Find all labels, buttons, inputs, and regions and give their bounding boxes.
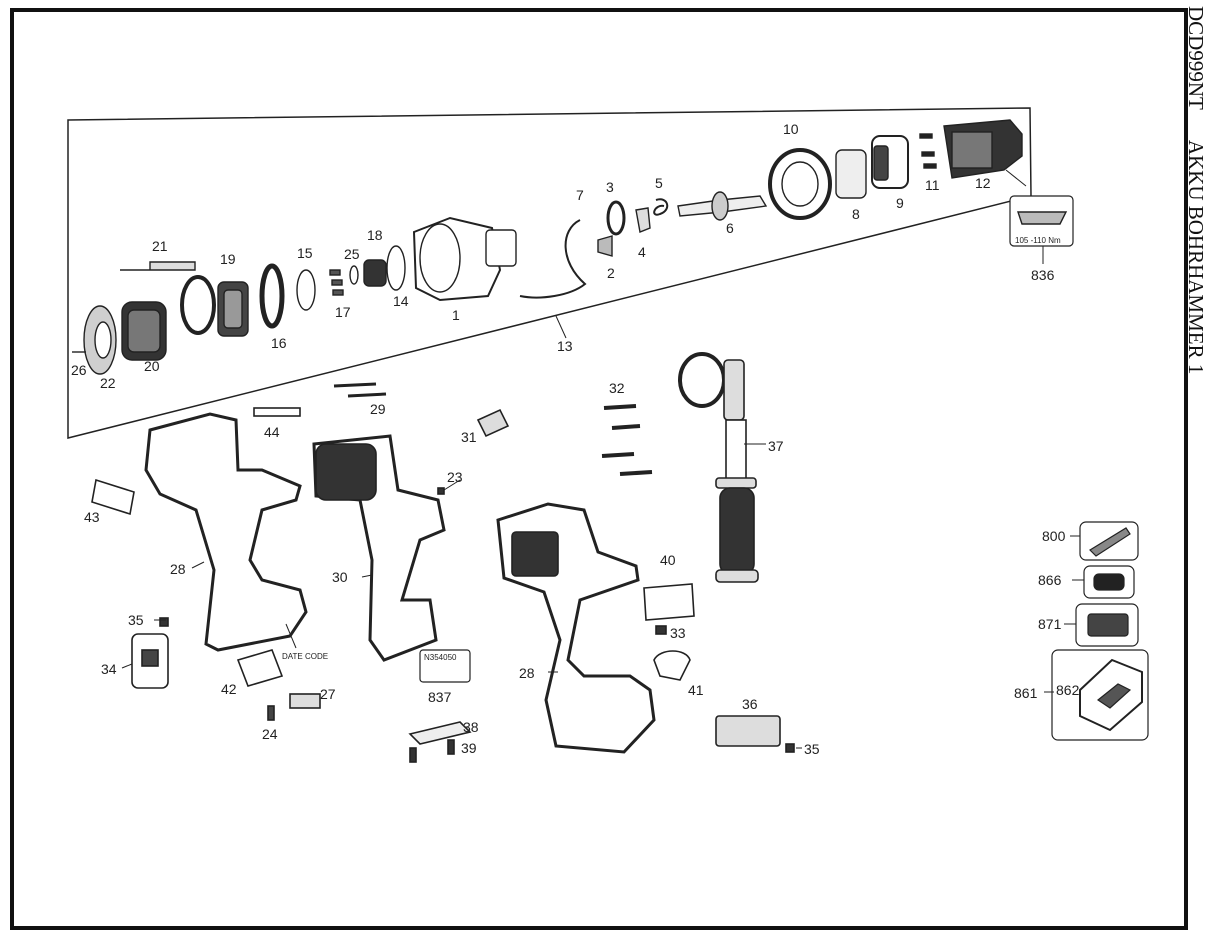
callout-862: 862 <box>1056 682 1080 698</box>
part-35-right-shape <box>785 743 795 753</box>
callout-29: 29 <box>370 401 386 417</box>
part-14-shape <box>386 245 406 291</box>
callout-16: 16 <box>271 335 287 351</box>
callout-27: 27 <box>320 686 336 702</box>
part-23-shape <box>437 487 445 495</box>
accessories <box>1051 521 1149 741</box>
part-36-shape <box>715 715 781 747</box>
callout-871: 871 <box>1038 616 1062 632</box>
callout-35-left: 35 <box>128 612 144 628</box>
part-44-shape <box>253 407 301 417</box>
callout-22: 22 <box>100 375 116 391</box>
part-837-tag <box>419 649 471 683</box>
callout-9: 9 <box>896 195 904 211</box>
callout-13: 13 <box>557 338 573 354</box>
callout-2: 2 <box>607 265 615 281</box>
callout-3: 3 <box>606 179 614 195</box>
callout-18: 18 <box>367 227 383 243</box>
callout-17: 17 <box>335 304 351 320</box>
callout-861: 861 <box>1014 685 1038 701</box>
callout-40: 40 <box>660 552 676 568</box>
date-code-label: DATE CODE <box>282 652 328 661</box>
part-42-shape <box>236 649 284 687</box>
callout-12: 12 <box>975 175 991 191</box>
callout-28-right: 28 <box>519 665 535 681</box>
callout-31: 31 <box>461 429 477 445</box>
callout-42: 42 <box>221 681 237 697</box>
callout-30: 30 <box>332 569 348 585</box>
callout-labels: 1 2 3 4 5 6 7 8 9 10 11 12 13 14 15 16 1… <box>71 121 1080 757</box>
callout-4: 4 <box>638 244 646 260</box>
part-21-shape <box>120 261 196 271</box>
part-18-shape <box>363 259 387 287</box>
diagram-frame <box>10 8 1188 930</box>
callout-10: 10 <box>783 121 799 137</box>
callout-836: 836 <box>1031 267 1055 283</box>
torque-spec: 105 -110 Nm <box>1015 236 1061 245</box>
callout-44: 44 <box>264 424 280 440</box>
part-28-housing-left <box>144 412 308 652</box>
callout-25: 25 <box>344 246 360 262</box>
callout-7: 7 <box>576 187 584 203</box>
part-16-shape <box>259 263 285 329</box>
callout-28-left: 28 <box>170 561 186 577</box>
callout-8: 8 <box>852 206 860 222</box>
part-32-shape <box>601 404 653 476</box>
callout-837: 837 <box>428 689 452 705</box>
callout-36: 36 <box>742 696 758 712</box>
callout-800: 800 <box>1042 528 1066 544</box>
part-4-shape <box>635 207 651 233</box>
callout-34: 34 <box>101 661 117 677</box>
callout-43: 43 <box>84 509 100 525</box>
leader-lines <box>121 169 1084 749</box>
part-24-shape <box>267 705 275 721</box>
part-43-shape <box>91 478 135 516</box>
callout-39: 39 <box>461 740 477 756</box>
callout-35-right: 35 <box>804 741 820 757</box>
part-37-shape <box>678 352 759 583</box>
callout-14: 14 <box>393 293 409 309</box>
callout-5: 5 <box>655 175 663 191</box>
part-15-shape <box>296 269 316 311</box>
callout-26: 26 <box>71 362 87 378</box>
callout-24: 24 <box>262 726 278 742</box>
part-7-shape <box>519 219 587 299</box>
callout-20: 20 <box>144 358 160 374</box>
part-41-shape <box>653 650 691 681</box>
part-5-shape <box>653 198 669 216</box>
part-29-shape <box>333 382 377 388</box>
callout-11: 11 <box>925 177 940 193</box>
callout-15: 15 <box>297 245 313 261</box>
callout-41: 41 <box>688 682 704 698</box>
callout-21: 21 <box>152 238 168 254</box>
callout-37: 37 <box>768 438 784 454</box>
part-11-shape <box>919 133 933 139</box>
callout-19: 19 <box>220 251 236 267</box>
part-3-shape <box>606 200 626 236</box>
callout-1: 1 <box>452 307 460 323</box>
part-40-shape <box>643 583 695 621</box>
callout-33: 33 <box>670 625 686 641</box>
part-35-left-shape <box>159 617 169 627</box>
part-2-shape <box>597 235 613 257</box>
callout-32: 32 <box>609 380 625 396</box>
part-8-shape <box>835 149 867 199</box>
part-number-tag: N354050 <box>424 653 457 662</box>
callout-38: 38 <box>463 719 479 735</box>
part-31-shape <box>476 408 510 438</box>
callout-6: 6 <box>726 220 734 236</box>
housing-parts <box>91 352 795 763</box>
part-25-shape <box>329 269 341 276</box>
callout-866: 866 <box>1038 572 1062 588</box>
part-39-shape <box>447 739 455 755</box>
part-17-shape <box>332 289 344 296</box>
part-27-shape <box>289 693 321 709</box>
gearbox-parts <box>72 119 1074 375</box>
part-38-shape <box>408 721 472 745</box>
callout-23: 23 <box>447 469 463 485</box>
part-33-shape <box>655 625 667 635</box>
